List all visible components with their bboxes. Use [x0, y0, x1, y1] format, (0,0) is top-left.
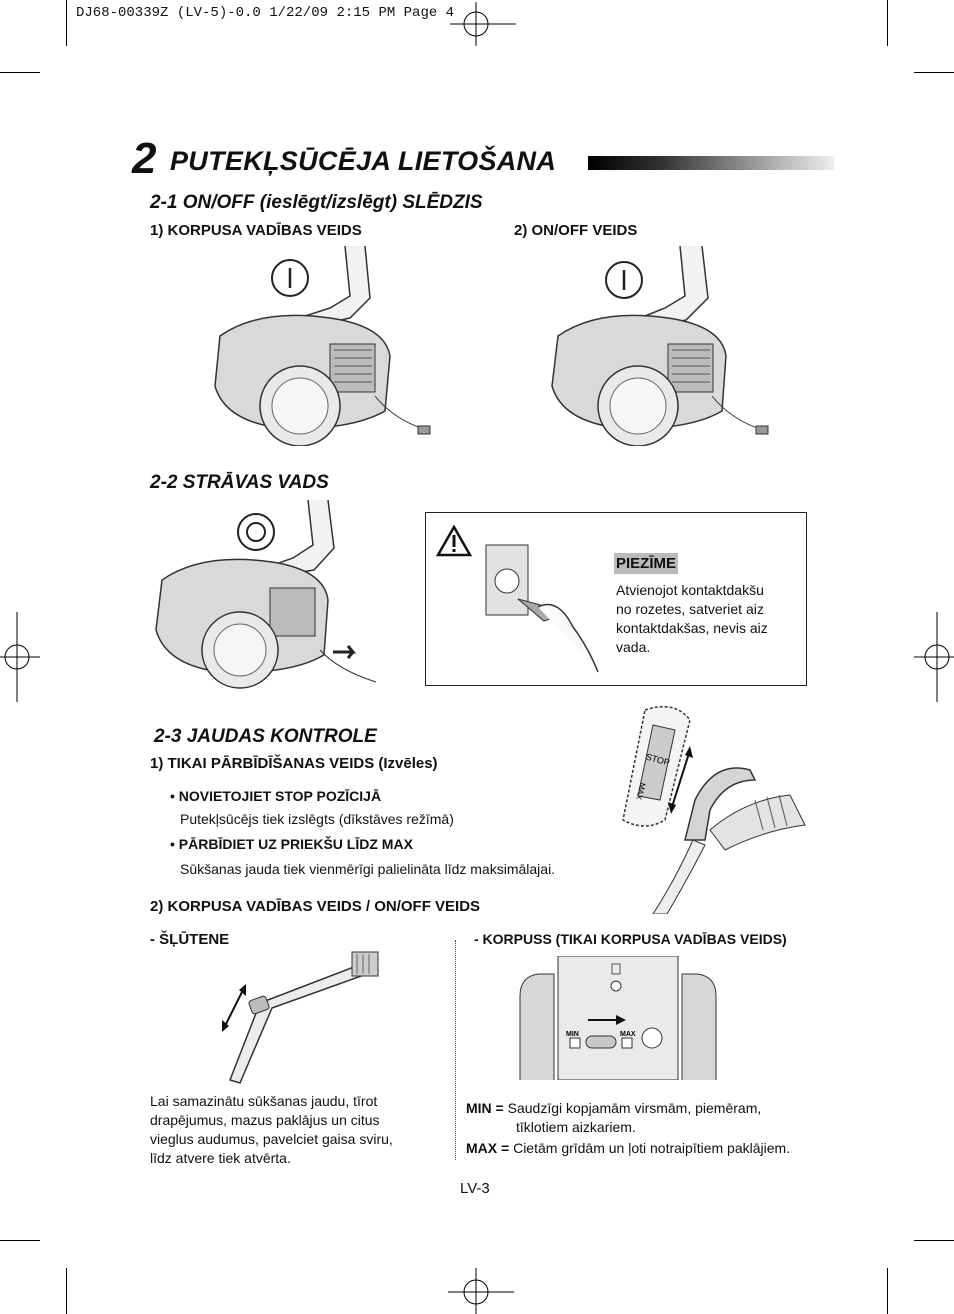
heading-2-3: 2-3 JAUDAS KONTROLE	[154, 726, 377, 747]
crop-mark	[0, 1240, 40, 1241]
max-key: MAX =	[466, 1140, 510, 1156]
hose-air-lever-illustration	[222, 951, 380, 1084]
registration-mark-icon	[448, 1268, 514, 1314]
max-text: Cietām grīdām un ļoti notraipītiem paklā…	[513, 1140, 791, 1156]
bullet-2-text: PĀRBĪDIET UZ PRIEKŠU LĪDZ MAX	[178, 836, 413, 852]
max-small-label: MAX	[634, 782, 647, 802]
note-line: Atvienojot kontaktdakšu	[616, 582, 764, 598]
registration-mark-icon	[914, 612, 954, 702]
column-divider	[455, 940, 456, 1160]
note-text: Atvienojot kontaktdakšu no rozetes, satv…	[616, 581, 768, 657]
crop-mark	[914, 72, 954, 73]
bullet-1-title: • NOVIETOJIET STOP POZĪCIJĀ	[170, 788, 382, 804]
note-line: kontaktdakšas, nevis aiz	[616, 620, 768, 636]
hose-label: - ŠĻŪTENE	[150, 931, 230, 948]
page-title: PUTEKĻSŪCĒJA LIETOŠANA	[170, 146, 557, 176]
min-max-legend: MIN = Saudzīgi kopjamām virsmām, piemēra…	[466, 1099, 886, 1158]
unplug-illustration	[485, 544, 599, 673]
hose-description: Lai samazinātu sūkšanas jaudu, tīrot dra…	[150, 1092, 393, 1168]
bullet-2-desc: Sūkšanas jauda tiek vienmērīgi palielinā…	[180, 861, 556, 877]
bullet-2-title: • PĀRBĪDIET UZ PRIEKŠU LĪDZ MAX	[170, 836, 413, 852]
min-text: Saudzīgi kopjamām virsmām, piemēram,	[507, 1100, 762, 1116]
registration-mark-icon	[0, 612, 40, 702]
note-line: no rozetes, satveriet aiz	[616, 601, 764, 617]
body-label: - KORPUSS (TIKAI KORPUSA VADĪBAS VEIDS)	[474, 931, 787, 947]
registration-mark-icon	[450, 2, 516, 46]
min-small-label: MIN	[566, 1031, 579, 1038]
warning-icon	[436, 525, 472, 557]
crop-mark	[66, 0, 67, 46]
crop-mark	[887, 0, 888, 46]
hose-handle-slider-illustration: STOP MAX	[622, 705, 806, 914]
hose-line: vieglus audumus, pavelciet gaisa sviru,	[150, 1131, 393, 1147]
crop-mark	[887, 1268, 888, 1314]
page-number: LV-3	[460, 1180, 490, 1197]
crop-mark	[0, 72, 40, 73]
title-gradient-bar	[588, 156, 834, 170]
body-power-control-illustration: MIN MAX	[519, 956, 717, 1080]
sub1-label: 1) TIKAI PĀRBĪDĪŠANAS VEIDS (Izvēles)	[150, 755, 438, 772]
crop-mark	[66, 1268, 67, 1314]
print-info: DJ68-00339Z (LV-5)-0.0 1/22/09 2:15 PM P…	[76, 5, 455, 21]
bullet-1-desc: Putekļsūcējs tiek izslēgts (dīkstāves re…	[180, 811, 454, 827]
note-box: PIEZĪME Atvienojot kontaktdakšu no rozet…	[425, 512, 807, 686]
heading-2-2: 2-2 STRĀVAS VADS	[150, 472, 329, 493]
note-title: PIEZĪME	[614, 553, 678, 574]
note-line: vada.	[616, 639, 651, 655]
min-text-cont: tīklotiem aizkariem.	[516, 1119, 636, 1135]
crop-mark	[914, 1240, 954, 1241]
vacuum-cord-rewind-illustration	[155, 500, 377, 689]
heading-2-1: 2-1 ON/OFF (ieslēgt/izslēgt) SLĒDZIS	[150, 192, 483, 213]
max-small-label: MAX	[620, 1031, 636, 1038]
label-on-off: 2) ON/OFF VEIDS	[514, 222, 638, 239]
hose-line: līdz atvere tiek atvērta.	[150, 1150, 291, 1166]
min-key: MIN =	[466, 1100, 504, 1116]
vacuum-foot-switch-illustration	[214, 246, 431, 446]
hose-line: drapējumus, mazus paklājus un citus	[150, 1112, 380, 1128]
section-number: 2	[132, 134, 157, 183]
label-body-control: 1) KORPUSA VADĪBAS VEIDS	[150, 222, 362, 239]
vacuum-on-off-illustration	[551, 246, 769, 446]
bullet-1-text: NOVIETOJIET STOP POZĪCIJĀ	[178, 788, 382, 804]
sub2-label: 2) KORPUSA VADĪBAS VEIDS / ON/OFF VEIDS	[150, 898, 481, 915]
hose-line: Lai samazinātu sūkšanas jaudu, tīrot	[150, 1093, 378, 1109]
